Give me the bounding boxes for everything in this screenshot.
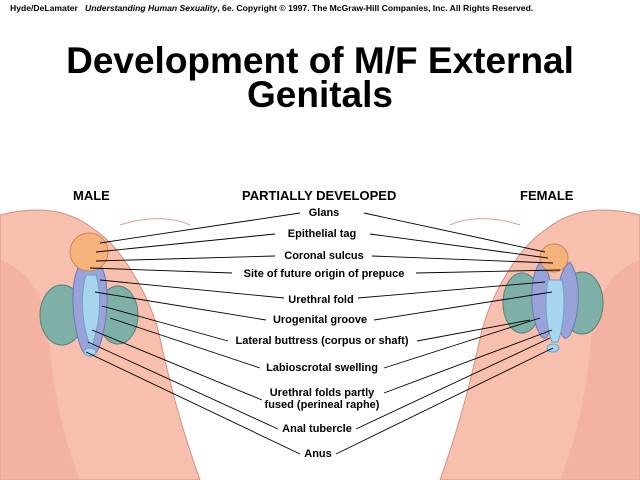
label-lateral-buttress: Lateral buttress (corpus or shaft) xyxy=(233,335,411,347)
male-figure xyxy=(0,209,201,480)
copyright-book: Understanding Human Sexuality xyxy=(85,3,218,13)
label-coronal-sulcus: Coronal sulcus xyxy=(282,250,366,262)
female-groove xyxy=(545,279,565,343)
header-male: MALE xyxy=(73,188,110,203)
male-skin-inner xyxy=(0,260,80,480)
label-glans: Glans xyxy=(306,207,342,219)
label-urethral-folds-line-2: fused (perineal raphe) xyxy=(264,399,380,411)
male-anus xyxy=(83,347,97,357)
title-line-2: Genitals xyxy=(247,74,393,115)
copyright-authors: Hyde/DeLamater xyxy=(10,3,78,13)
leader-lines-female xyxy=(335,212,561,455)
label-prepuce-site: Site of future origin of prepuce xyxy=(241,268,407,280)
title-line-1: Development of M/F External xyxy=(66,40,574,81)
copyright-rest: , 6e. Copyright © 1997. The McGraw-Hill … xyxy=(217,3,534,13)
header-female: FEMALE xyxy=(520,188,574,203)
header-partially-developed: PARTIALLY DEVELOPED xyxy=(242,188,397,203)
page-title: Development of M/F External Genitals xyxy=(0,40,640,115)
female-glans xyxy=(539,243,569,273)
label-urogenital-groove: Urogenital groove xyxy=(270,314,370,326)
female-figure xyxy=(439,209,640,480)
label-epithelial-tag: Epithelial tag xyxy=(285,228,359,240)
label-urethral-folds-line-1: Urethral folds partly xyxy=(269,387,375,399)
male-skin-crease xyxy=(119,218,191,226)
label-urethral-fold: Urethral fold xyxy=(286,294,356,306)
label-urethral-folds-partly-fused: Urethral folds partly fused (perineal ra… xyxy=(262,387,382,411)
leader-lines-male xyxy=(85,212,301,455)
male-groove xyxy=(81,274,101,347)
label-labioscrotal-swelling: Labioscrotal swelling xyxy=(264,362,380,374)
male-glans xyxy=(69,232,109,272)
label-anus: Anus xyxy=(302,448,334,460)
female-skin-inner xyxy=(560,260,640,480)
copyright-line: Hyde/DeLamater Understanding Human Sexua… xyxy=(10,3,635,13)
label-anal-tubercle: Anal tubercle xyxy=(280,423,354,435)
female-skin-crease xyxy=(449,218,521,226)
